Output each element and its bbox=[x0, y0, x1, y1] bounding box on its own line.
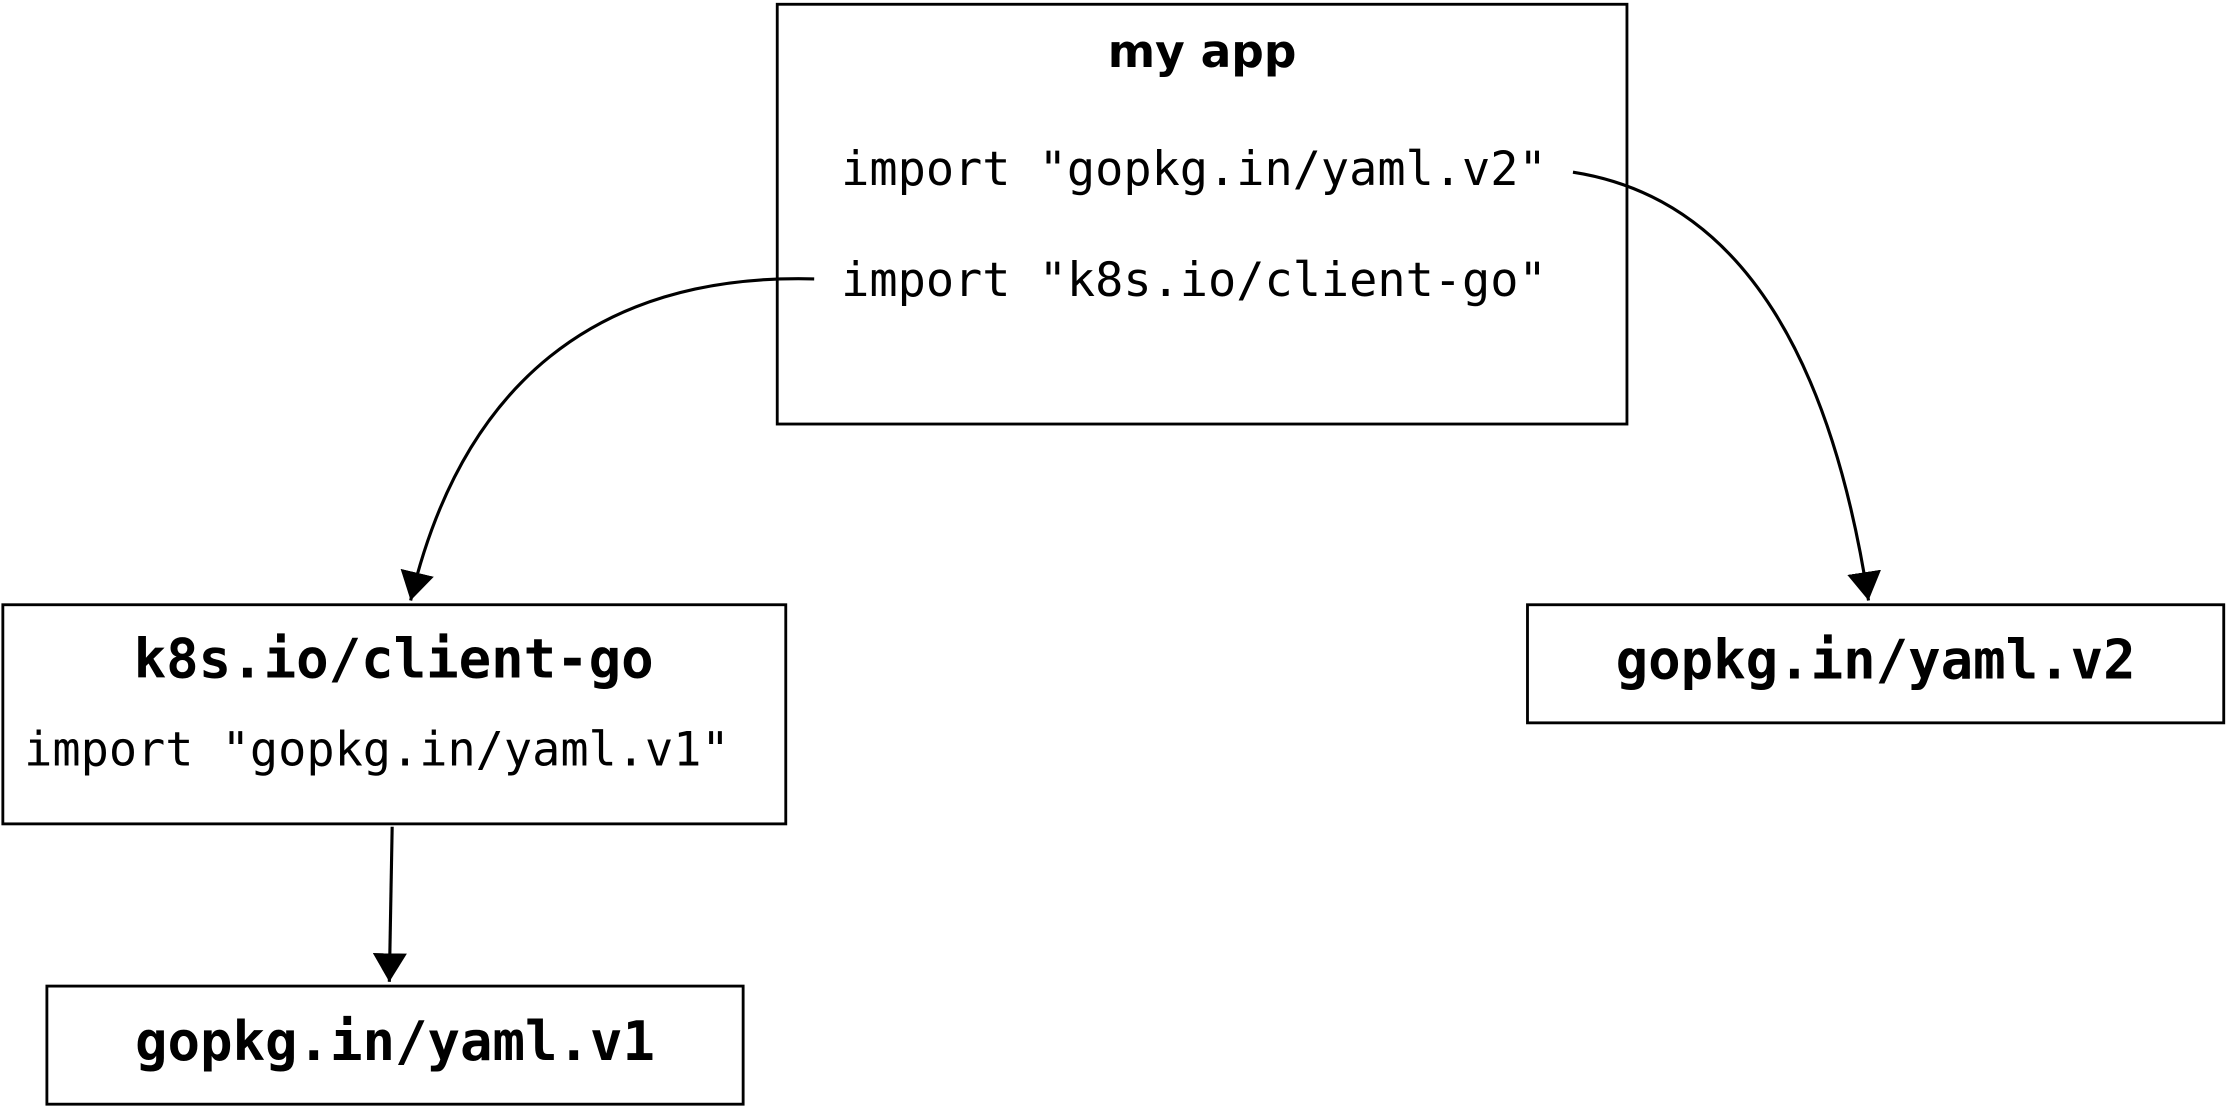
edge-my-app-to-client-go bbox=[400, 277, 815, 601]
my-app-box bbox=[775, 2, 1629, 426]
node-client-go: k8s.io/client-go import "gopkg.in/yaml.v… bbox=[1, 603, 788, 826]
my-app-import-client-go: import "k8s.io/client-go" bbox=[841, 253, 1547, 308]
yaml-v1-box bbox=[45, 984, 745, 1106]
node-yaml-v1: gopkg.in/yaml.v1 bbox=[45, 984, 745, 1106]
yaml-v2-title: gopkg.in/yaml.v2 bbox=[1616, 629, 2136, 692]
client-go-import-yaml-v1: import "gopkg.in/yaml.v1" bbox=[24, 723, 730, 778]
edge-my-app-to-yaml-v2 bbox=[1572, 170, 1882, 601]
node-yaml-v2: gopkg.in/yaml.v2 bbox=[1526, 603, 2226, 725]
my-app-import-yaml-v2: import "gopkg.in/yaml.v2" bbox=[841, 142, 1547, 197]
client-go-title: k8s.io/client-go bbox=[134, 627, 654, 690]
yaml-v1-title: gopkg.in/yaml.v1 bbox=[135, 1010, 655, 1073]
yaml-v2-box bbox=[1526, 603, 2226, 725]
client-go-box bbox=[1, 603, 788, 826]
edge-client-go-to-yaml-v1 bbox=[372, 826, 407, 982]
node-my-app: my app import "gopkg.in/yaml.v2" import … bbox=[775, 2, 1629, 426]
my-app-title: my app bbox=[1108, 25, 1297, 78]
